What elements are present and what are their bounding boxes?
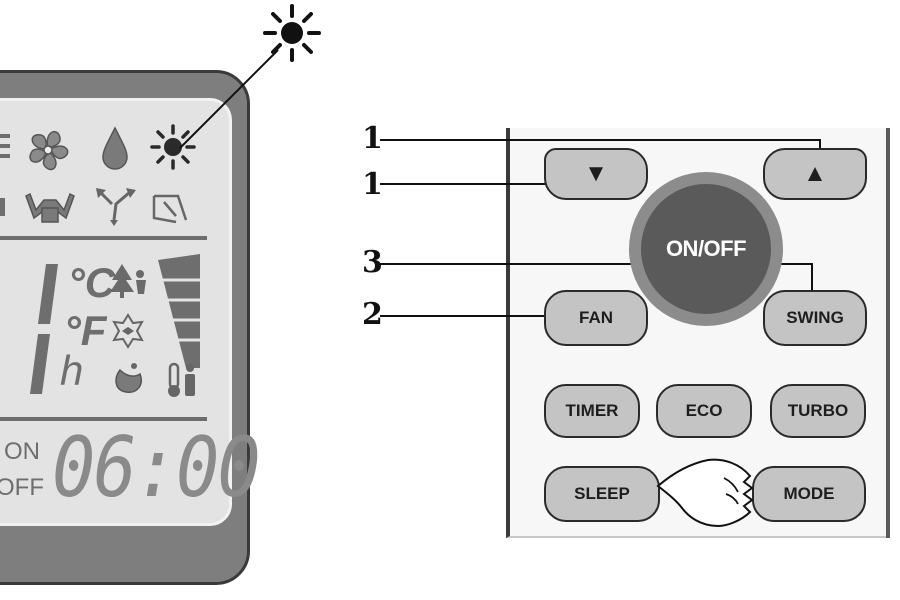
clock-display: 06:00 — [52, 419, 261, 516]
temperature-down-button[interactable]: ▼ — [544, 148, 648, 200]
callout-number-swing: 3 — [362, 245, 383, 280]
fan-speed-bars-icon — [156, 254, 202, 368]
edge-icon — [0, 198, 5, 216]
remote-right-edge — [886, 128, 890, 538]
hour-label: h — [60, 347, 84, 394]
celsius-label: °C — [68, 259, 116, 306]
temperature-person-icon — [168, 362, 195, 397]
swing-callout-line — [380, 263, 813, 290]
swing-button[interactable]: SWING — [763, 290, 867, 346]
callout-number-up: 1 — [362, 121, 383, 156]
heat-waves-icon — [0, 134, 10, 158]
display-separator-bottom — [0, 417, 207, 421]
onoff-button[interactable]: ON/OFF — [641, 184, 771, 314]
callout-number-down: 1 — [362, 167, 383, 202]
hand-press-icon — [656, 458, 754, 528]
timer-off-label: OFF — [0, 474, 44, 501]
fan-button[interactable]: FAN — [544, 290, 648, 346]
sun-callout — [179, 4, 321, 149]
display-separator-top — [0, 236, 207, 240]
callout-number-fan: 2 — [362, 297, 383, 332]
sleep-icon — [115, 363, 142, 393]
timer-button[interactable]: TIMER — [544, 384, 640, 438]
strong-mode-icon — [25, 192, 75, 223]
swing-icon — [96, 188, 136, 226]
timer-on-label: ON — [4, 438, 40, 465]
turbo-button[interactable]: TURBO — [770, 384, 866, 438]
sun-callout-icon — [263, 4, 321, 62]
water-drop-icon — [102, 126, 128, 170]
eco-button[interactable]: ECO — [656, 384, 752, 438]
cleaning-icon — [112, 313, 144, 349]
temperature-digit — [30, 264, 58, 394]
fan-icon — [29, 130, 69, 171]
tree-icon — [110, 264, 146, 298]
mode-button[interactable]: MODE — [752, 466, 866, 522]
sleep-button[interactable]: SLEEP — [544, 466, 660, 522]
fahrenheit-label: °F — [64, 307, 107, 354]
sun-icon — [150, 124, 196, 170]
temperature-up-button[interactable]: ▲ — [763, 148, 867, 200]
swing-vertical-icon — [152, 194, 188, 224]
